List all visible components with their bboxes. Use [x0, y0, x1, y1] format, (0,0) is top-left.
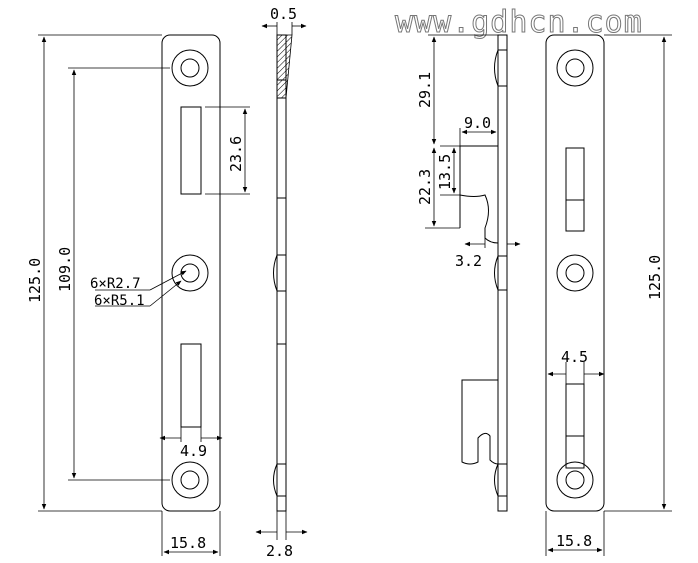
right-lower-slot [565, 383, 585, 469]
hook-height-label: 22.3 [416, 169, 434, 205]
left-side-plate [276, 34, 287, 512]
watermark-text: www.gdhcn.com [395, 5, 643, 40]
right-top-hole [556, 49, 594, 87]
hook-height-dim: 22.3 [416, 147, 460, 229]
right-overall-length-label: 125.0 [646, 255, 664, 300]
hook-inner-dim: 13.5 [436, 145, 460, 196]
lower-hook [461, 379, 499, 465]
right-side-plate [497, 34, 508, 512]
hook-width-label: 9.0 [464, 114, 491, 132]
right-side-view [459, 34, 508, 512]
bottom-thickness-dim: 2.8 [255, 511, 308, 560]
top-thickness-label: 0.5 [270, 5, 297, 23]
right-overall-length-dim: 125.0 [604, 34, 672, 512]
right-bottom-hole [556, 461, 594, 499]
left-hole-spacing-label: 109.0 [56, 247, 74, 292]
left-middle-hole [171, 254, 209, 292]
left-plate-outline [161, 34, 221, 512]
right-top-offset-dim: 29.1 [416, 34, 498, 145]
hook-inner-label: 13.5 [436, 154, 454, 190]
left-upper-slot [180, 106, 202, 195]
small-radius-note: 6×R2.7 [90, 276, 141, 292]
right-slot-width-label: 4.5 [561, 348, 588, 366]
right-plate-outline [545, 34, 605, 512]
hook-gap-label: 3.2 [455, 252, 482, 270]
upper-hook [459, 145, 499, 244]
right-top-offset-label: 29.1 [416, 72, 434, 108]
left-plate-width-dim: 15.8 [161, 511, 221, 556]
right-front-view [545, 34, 605, 512]
right-slot-width-dim: 4.5 [547, 348, 605, 384]
left-hole-spacing-dim: 109.0 [56, 67, 170, 481]
left-slot-height-label: 23.6 [227, 136, 245, 172]
left-front-view [161, 34, 221, 512]
left-side-view [273, 34, 293, 512]
large-radius-note: 6×R5.1 [94, 293, 145, 309]
left-slot-width-dim: 4.9 [159, 427, 223, 460]
right-plate-width-dim: 15.8 [545, 511, 605, 556]
top-thickness-dim: 0.5 [261, 5, 307, 35]
left-overall-length-dim: 125.0 [26, 34, 162, 512]
right-plate-width-label: 15.8 [556, 532, 592, 550]
right-upper-slot [565, 147, 585, 232]
right-middle-hole [556, 254, 594, 292]
left-slot-width-label: 4.9 [180, 442, 207, 460]
hook-width-dim: 9.0 [459, 114, 499, 146]
left-top-hole [171, 49, 209, 87]
left-plate-width-label: 15.8 [170, 534, 206, 552]
hook-gap-dim: 3.2 [455, 238, 521, 270]
left-radius-notes: 6×R2.7 6×R5.1 [90, 270, 187, 309]
bottom-thickness-label: 2.8 [266, 542, 293, 560]
left-lower-slot [180, 343, 202, 428]
left-overall-length-label: 125.0 [26, 258, 44, 303]
left-bottom-hole [171, 461, 209, 499]
top-hatch [276, 34, 293, 99]
left-slot-height-dim: 23.6 [205, 106, 250, 195]
